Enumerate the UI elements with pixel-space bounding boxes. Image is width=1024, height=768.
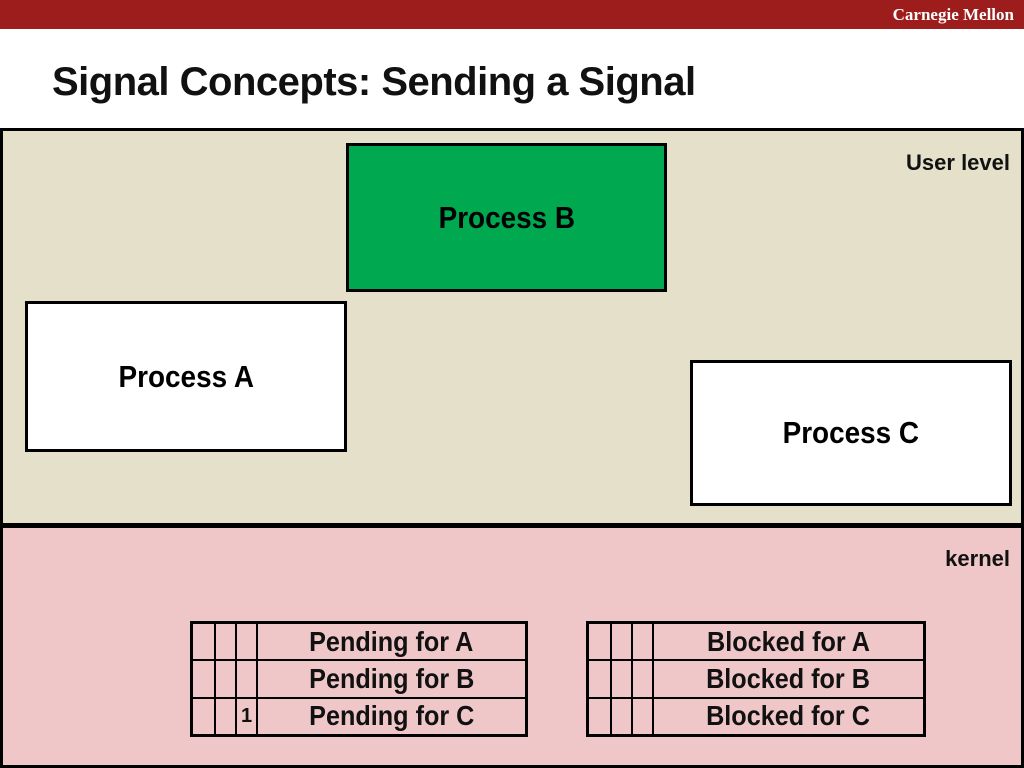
- row-label-text: Pending for A: [309, 625, 474, 657]
- row-label-text: Pending for C: [308, 700, 475, 732]
- row-label: Pending for B: [258, 661, 525, 696]
- row-label-text: Blocked for A: [707, 625, 870, 657]
- bit-cell: [193, 698, 216, 734]
- cmu-banner: Carnegie Mellon: [0, 0, 1024, 29]
- bit-cell: [216, 661, 237, 697]
- row-label: Blocked for B: [654, 661, 923, 696]
- table-row: Blocked for C: [589, 696, 923, 734]
- process-a-box: Process A: [25, 301, 347, 452]
- bit-cell: 1: [237, 698, 258, 734]
- process-b-box: Process B: [346, 143, 667, 292]
- bit-cell: [216, 698, 237, 734]
- row-label-text: Blocked for B: [706, 662, 871, 694]
- kernel-region: [0, 525, 1024, 768]
- bit-cell: [193, 661, 216, 697]
- process-c-label: Process C: [782, 415, 920, 450]
- kernel-label: kernel: [945, 546, 1010, 571]
- bit-cell: [193, 624, 216, 660]
- bit-cell: [633, 661, 654, 697]
- bit-cell: [633, 698, 654, 734]
- process-a-label: Process A: [118, 358, 254, 394]
- bit-cell: [612, 661, 633, 697]
- bit-cell: [237, 624, 258, 660]
- bit-cell: [612, 624, 633, 660]
- process-b-label: Process B: [438, 199, 575, 235]
- bit-cell: [612, 698, 633, 734]
- row-label: Pending for A: [258, 624, 525, 659]
- page-title: Signal Concepts: Sending a Signal: [52, 60, 696, 104]
- table-row: Pending for A: [193, 624, 525, 660]
- row-label-text: Pending for B: [308, 662, 475, 694]
- pending-signals-table: Pending for A Pending for B 1 Pending fo…: [190, 621, 528, 737]
- row-label-text: Blocked for C: [706, 700, 871, 732]
- table-row: Pending for B: [193, 659, 525, 697]
- bit-cell: [216, 624, 237, 660]
- row-label: Pending for C: [258, 699, 525, 734]
- row-label: Blocked for A: [654, 624, 923, 659]
- bit-cell: [589, 624, 612, 660]
- table-row: Blocked for A: [589, 624, 923, 660]
- table-row: 1 Pending for C: [193, 696, 525, 734]
- blocked-signals-table: Blocked for A Blocked for B Blocked for …: [586, 621, 926, 737]
- user-level-label: User level: [906, 150, 1010, 175]
- bit-cell: [589, 661, 612, 697]
- table-row: Blocked for B: [589, 659, 923, 697]
- brand-text: Carnegie Mellon: [892, 4, 1014, 24]
- bit-cell: [237, 661, 258, 697]
- bit-cell: [633, 624, 654, 660]
- process-c-box: Process C: [690, 360, 1012, 506]
- row-label: Blocked for C: [654, 699, 923, 734]
- bit-cell: [589, 698, 612, 734]
